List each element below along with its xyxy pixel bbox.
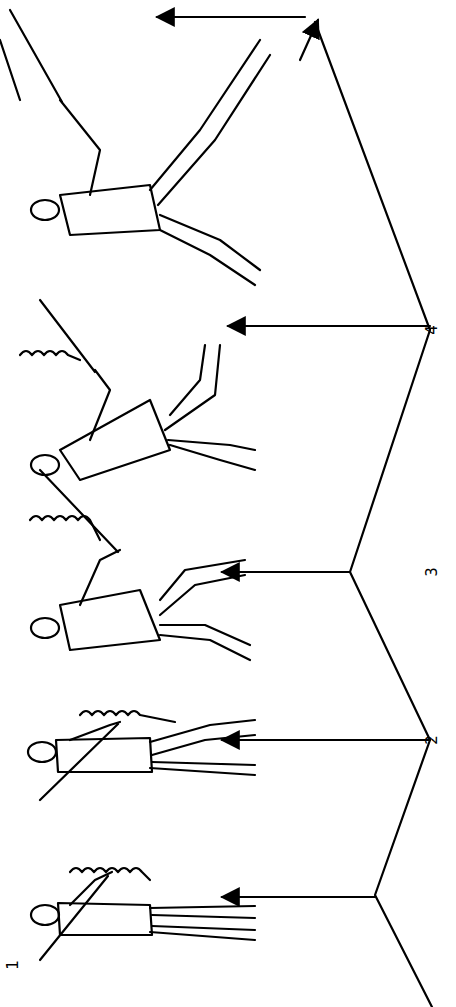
athlete-figure [30,470,250,660]
athlete-figure [0,10,270,285]
phase-arrow [228,325,430,327]
phase-arrow [157,16,305,18]
athlete-figure [31,868,255,960]
athlete-figure [28,711,255,800]
progression-line [315,22,432,1007]
athlete-figure [20,300,255,480]
phase-arrow [222,896,375,898]
phase-number: 2 [425,735,440,745]
phase-number: 3 [425,567,440,577]
phase-arrow [222,739,430,741]
phase-number: 1 [6,960,21,970]
direction-arrow [300,20,318,60]
phase-arrow [222,571,350,573]
phase-number: 4 [425,325,440,335]
